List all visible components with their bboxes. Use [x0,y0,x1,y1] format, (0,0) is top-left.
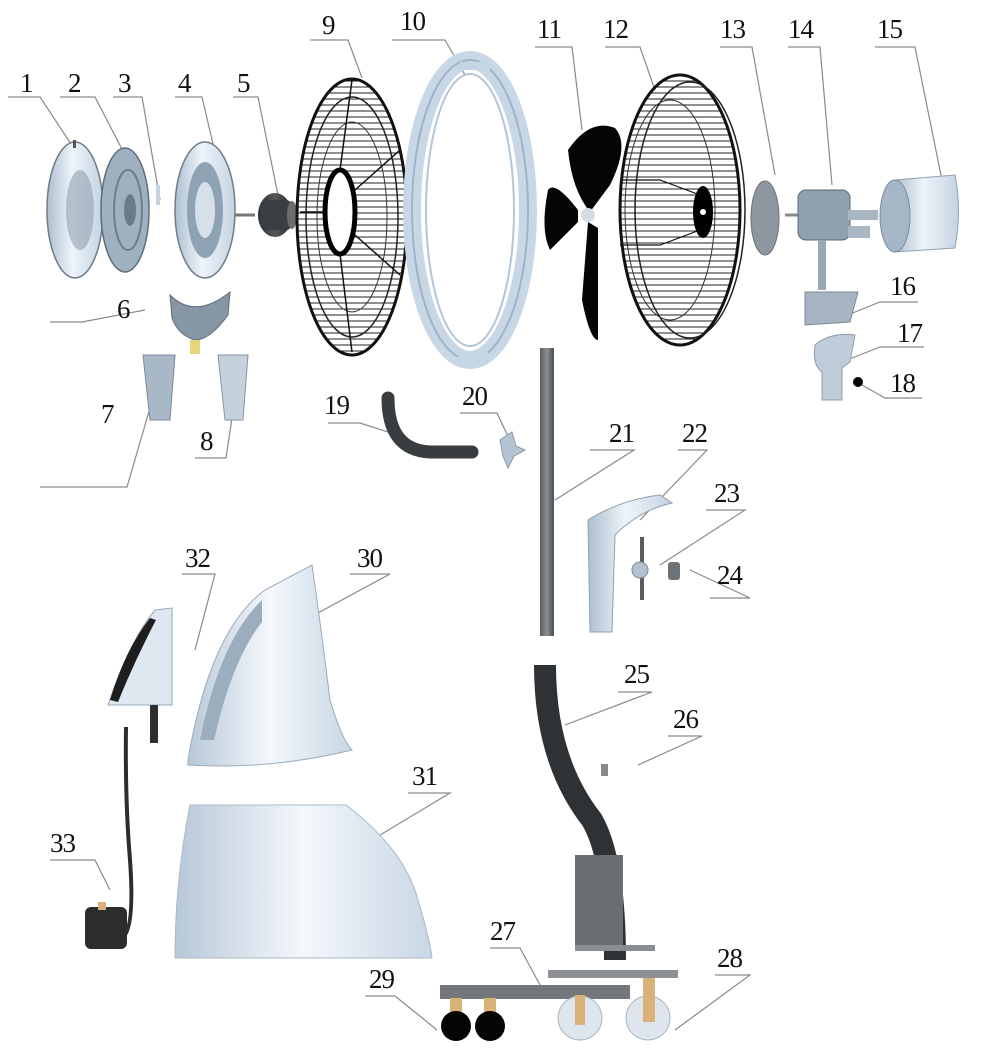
callout-14: 14 [788,14,814,44]
part-27-base-frame-shape [440,855,678,999]
part-18-knob-screw-shape [853,377,863,387]
callout-9: 9 [322,10,335,40]
callout-13: 13 [720,14,746,44]
part-17-knob-housing-shape [813,334,856,401]
part-26-pole-screw-shape [601,764,608,776]
part-3-clip-shape [156,185,160,205]
part-12-rear-grille-shape [618,73,746,347]
callout-2: 2 [68,68,81,98]
part-1-front-cap-shape [46,140,104,279]
pump-cable-shape [120,726,134,940]
callout-19: 19 [324,390,350,420]
callout-33: 33 [50,828,76,858]
callout-4: 4 [178,68,191,98]
part-11-fan-blade-shape [544,125,622,340]
callout-1: 1 [20,68,33,98]
part-16-tilt-bracket-shape [804,291,859,326]
part-19-water-hose-shape [381,391,479,459]
part-10-fan-ring-shape [403,51,537,369]
callout-32: 32 [185,543,211,573]
part-7-left-cover-shape [142,354,176,421]
callout-16: 16 [890,271,916,301]
part-33-water-pump-shape [85,907,127,949]
callout-23: 23 [714,478,740,508]
part-21-upper-pole-shape [540,348,554,636]
callout-12: 12 [603,14,629,44]
callout-28: 28 [717,943,743,973]
callout-10: 10 [400,6,426,36]
callout-21: 21 [609,418,635,448]
callout-6: 6 [117,294,130,324]
part-15-rear-motor-housing-shape [879,174,959,253]
part-20-hose-connector-shape [499,431,527,470]
part-2-spinner-disc-shape [100,147,150,273]
callout-3: 3 [118,68,131,98]
part-30-upper-body-cover-shape [187,564,353,767]
callout-5: 5 [237,68,250,98]
part-5-spinner-nut-shape [258,193,297,237]
callout-24: 24 [717,560,743,590]
part-24-clamp-knob-shape [668,562,680,580]
callout-25: 25 [624,659,650,689]
callout-26: 26 [673,704,699,734]
part-14-motor-assembly-shape [785,189,878,290]
callout-18: 18 [890,368,916,398]
callout-27: 27 [490,916,516,946]
part-23-clamp-bolt-shape [631,537,649,600]
part-31-water-tank-shape [174,804,433,959]
callout-20: 20 [462,381,488,411]
part-4-mist-ring-housing-shape [174,141,255,279]
callout-11: 11 [537,14,562,44]
part-6-mist-nozzle-bracket-shape [169,290,231,341]
part-22-height-clamp-shape [587,494,674,633]
part-9-front-grille-shape [295,77,409,357]
leader-lines [8,39,946,1031]
callout-15: 15 [877,14,903,44]
callout-7: 7 [101,399,114,429]
callout-30: 30 [357,543,383,573]
part-29-rear-wheels-shape [441,998,505,1041]
part-13-motor-cover-plate-shape [750,180,780,256]
callout-8: 8 [200,426,213,456]
callout-17: 17 [897,318,923,348]
part-8-right-cover-shape [217,354,249,421]
callout-31: 31 [412,761,438,791]
callout-29: 29 [369,964,395,994]
part-28-front-wheels-shape [557,978,671,1041]
callout-22: 22 [682,418,708,448]
